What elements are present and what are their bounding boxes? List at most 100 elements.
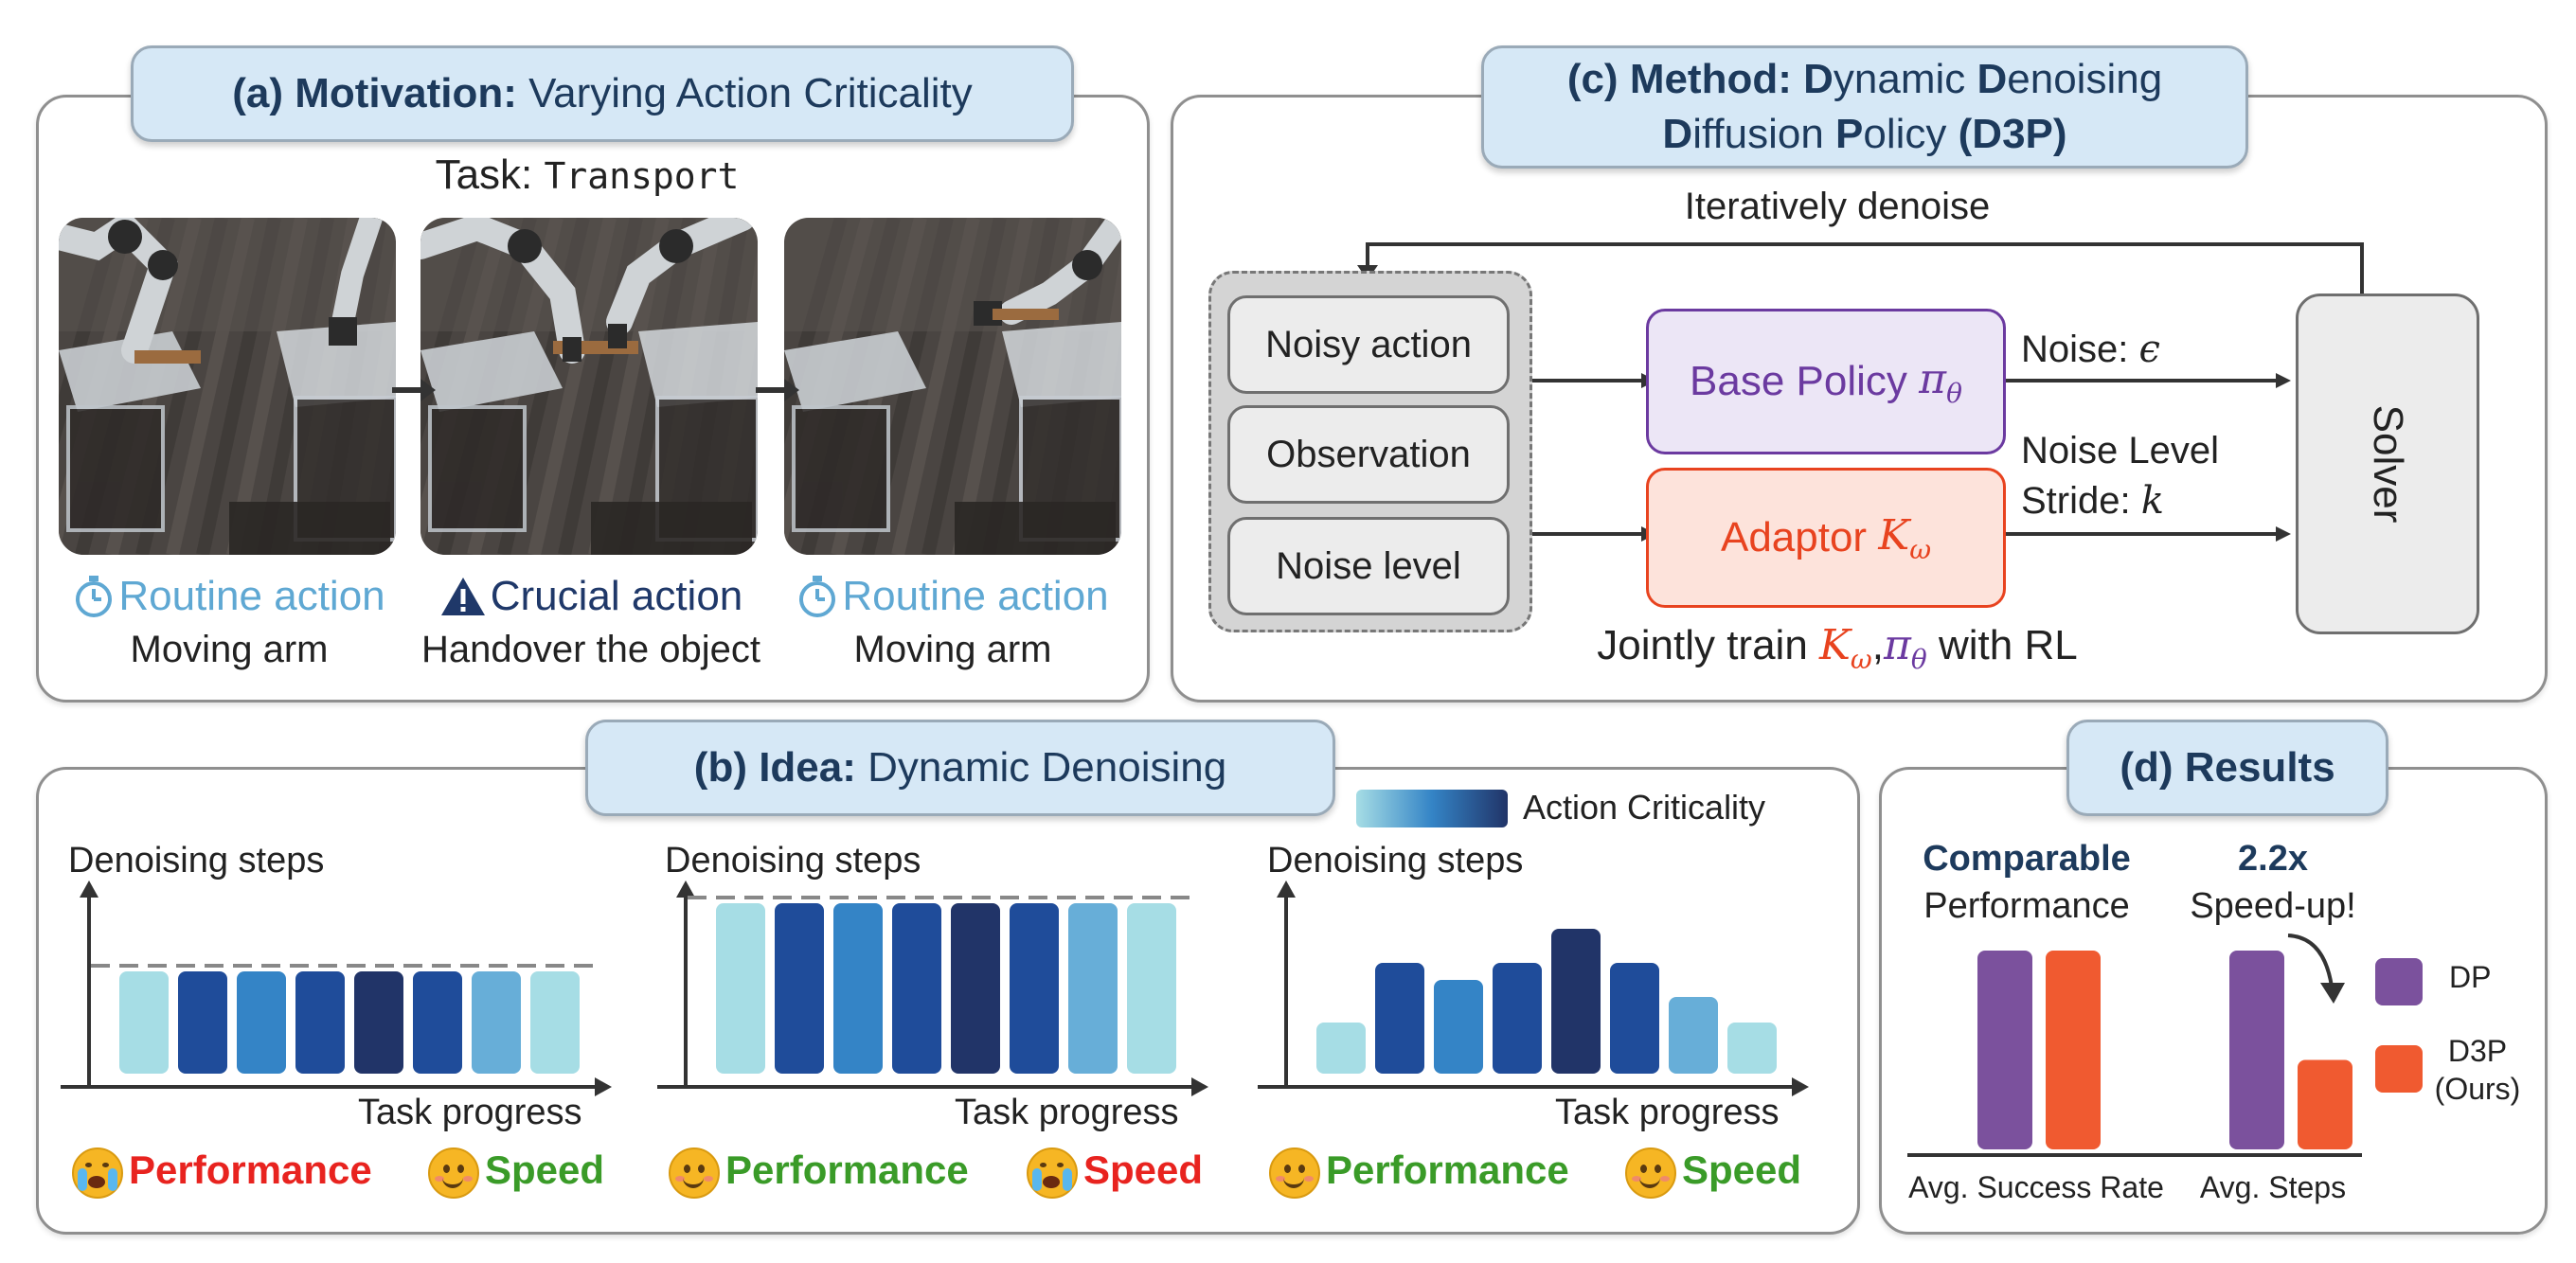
denoising-bar bbox=[530, 971, 580, 1074]
jointly-pre: Jointly train bbox=[1597, 622, 1820, 668]
observation-box: Observation bbox=[1227, 405, 1510, 504]
legend-label-dp: DP bbox=[2449, 960, 2492, 994]
task-name: Transport bbox=[544, 155, 740, 197]
criticality-legend-label: Action Criticality bbox=[1523, 788, 1766, 827]
denoising-bar bbox=[1727, 1023, 1777, 1074]
stride-text: Stride: bbox=[2021, 480, 2141, 522]
denoising-bar bbox=[833, 903, 883, 1074]
solver-label: Solver bbox=[2365, 404, 2411, 524]
performance-verdict: Performance bbox=[725, 1147, 969, 1192]
smiling-face-icon bbox=[1269, 1147, 1320, 1199]
speedup-arrow-head bbox=[2320, 983, 2345, 1004]
denoising-bar bbox=[951, 903, 1000, 1074]
frame-label-1: Crucial action bbox=[411, 568, 771, 625]
stopwatch-icon bbox=[799, 576, 836, 617]
noise-label: Noise: ϵ bbox=[2021, 328, 2160, 371]
result-bar bbox=[1977, 951, 2032, 1149]
panel-b-title: (b) Idea: Dynamic Denoising bbox=[585, 720, 1335, 816]
denoising-bar bbox=[1010, 903, 1059, 1074]
performance-label: Performance bbox=[1923, 886, 2130, 926]
denoising-bar bbox=[775, 903, 824, 1074]
smiling-face-icon bbox=[428, 1147, 479, 1199]
idea-charts bbox=[61, 881, 1809, 1096]
panel-d-title-text: (d) Results bbox=[2120, 744, 2335, 791]
x-axis-arrow bbox=[1792, 1077, 1809, 1096]
crucial-action-label: Crucial action bbox=[490, 573, 743, 619]
routine-action-label: Routine action bbox=[842, 573, 1109, 619]
title-part: D bbox=[1977, 56, 2008, 102]
task-prefix: Task: bbox=[435, 151, 545, 198]
frame-caption-2: Moving arm bbox=[853, 629, 1052, 670]
title-part: (c) Method: bbox=[1566, 56, 1804, 102]
robot-scene-image-2 bbox=[784, 218, 1121, 555]
frame-caption-0: Moving arm bbox=[130, 629, 329, 670]
y-axis-arrow bbox=[1277, 881, 1296, 898]
comma: , bbox=[1871, 622, 1884, 668]
denoising-bar bbox=[1068, 903, 1118, 1074]
legend-swatch-d3p bbox=[2375, 1045, 2423, 1093]
denoising-bar bbox=[119, 971, 169, 1074]
speed-verdict: Speed bbox=[1083, 1147, 1204, 1192]
speedup-arrow bbox=[2287, 934, 2334, 987]
legend-label-d3p: D3P (Ours) bbox=[2434, 1034, 2521, 1106]
result-bar bbox=[2229, 951, 2284, 1149]
title-part: ynamic bbox=[1833, 56, 1977, 102]
y-axis-arrow bbox=[80, 881, 98, 898]
method-arrows bbox=[1357, 242, 2364, 542]
crying-face-icon bbox=[1027, 1147, 1078, 1199]
result-bar bbox=[2298, 1059, 2352, 1149]
adaptor-box: Adaptor Kω bbox=[1646, 468, 2006, 608]
jointly-post: with RL bbox=[1926, 622, 2078, 668]
results-chart bbox=[1907, 934, 2362, 1157]
performance-verdict: Performance bbox=[129, 1147, 372, 1192]
speed-verdict: Speed bbox=[485, 1147, 605, 1192]
panel-a-title: (a) Motivation: Varying Action Criticali… bbox=[131, 45, 1074, 142]
panel-b-title-rest: Dynamic Denoising bbox=[855, 744, 1227, 791]
panel-a-title-rest: Varying Action Criticality bbox=[516, 70, 973, 116]
x-label-2: Task progress bbox=[1555, 1093, 1780, 1132]
denoising-bar bbox=[1434, 980, 1483, 1074]
panel-d-title: (d) Results bbox=[2066, 720, 2388, 816]
x-axis-arrow bbox=[595, 1077, 612, 1096]
k-omega-symbol: Kω bbox=[1819, 621, 1872, 675]
x-label-success: Avg. Success Rate bbox=[1908, 1170, 2164, 1204]
frame-arrows bbox=[392, 379, 799, 401]
pi-theta-symbol: πθ bbox=[1883, 621, 1927, 675]
x-label-1: Task progress bbox=[955, 1093, 1179, 1132]
panel-c-title-line1: (c) Method: Dynamic Denoising bbox=[1567, 52, 2162, 107]
comparable-label: Comparable bbox=[1923, 839, 2131, 879]
panel-b-title-bold: (b) Idea: bbox=[693, 744, 856, 791]
warning-icon bbox=[440, 578, 485, 615]
denoising-bar bbox=[1669, 997, 1718, 1074]
title-part: olicy bbox=[1863, 111, 1959, 157]
speedup-text: Speed-up! bbox=[2190, 886, 2356, 926]
frame-caption-1: Handover the object bbox=[420, 629, 760, 670]
panel-a-title-bold: (a) Motivation: bbox=[232, 70, 517, 116]
frame-label-0: Routine action bbox=[49, 568, 409, 625]
denoising-bar bbox=[1610, 963, 1659, 1074]
denoising-bar bbox=[354, 971, 403, 1074]
stopwatch-icon bbox=[76, 576, 113, 617]
y-label-0: Denoising steps bbox=[68, 841, 325, 881]
noise-level-box: Noise level bbox=[1227, 517, 1510, 615]
denoising-bar bbox=[716, 903, 765, 1074]
title-part: D bbox=[1803, 56, 1834, 102]
noise-text: Noise: bbox=[2021, 329, 2139, 370]
title-part: D bbox=[1662, 111, 1693, 157]
denoising-bar bbox=[892, 903, 941, 1074]
performance-verdict: Performance bbox=[1326, 1147, 1569, 1192]
solver-box: Solver bbox=[2296, 294, 2479, 634]
legend-swatch-dp bbox=[2375, 958, 2423, 1005]
denoising-bar bbox=[237, 971, 286, 1074]
epsilon-symbol: ϵ bbox=[2138, 328, 2160, 371]
y-label-2: Denoising steps bbox=[1267, 841, 1524, 881]
base-policy-box: Base Policy πθ bbox=[1646, 309, 2006, 454]
noisy-action-box: Noisy action bbox=[1227, 295, 1510, 394]
smiling-face-icon bbox=[669, 1147, 720, 1199]
smiling-face-icon bbox=[1625, 1147, 1676, 1199]
robot-scene-image-1 bbox=[420, 218, 758, 555]
frame-label-2: Routine action bbox=[773, 568, 1133, 625]
criticality-gradient bbox=[1356, 790, 1508, 827]
denoising-bar bbox=[178, 971, 227, 1074]
stride-label: Stride: k bbox=[2021, 479, 2164, 523]
